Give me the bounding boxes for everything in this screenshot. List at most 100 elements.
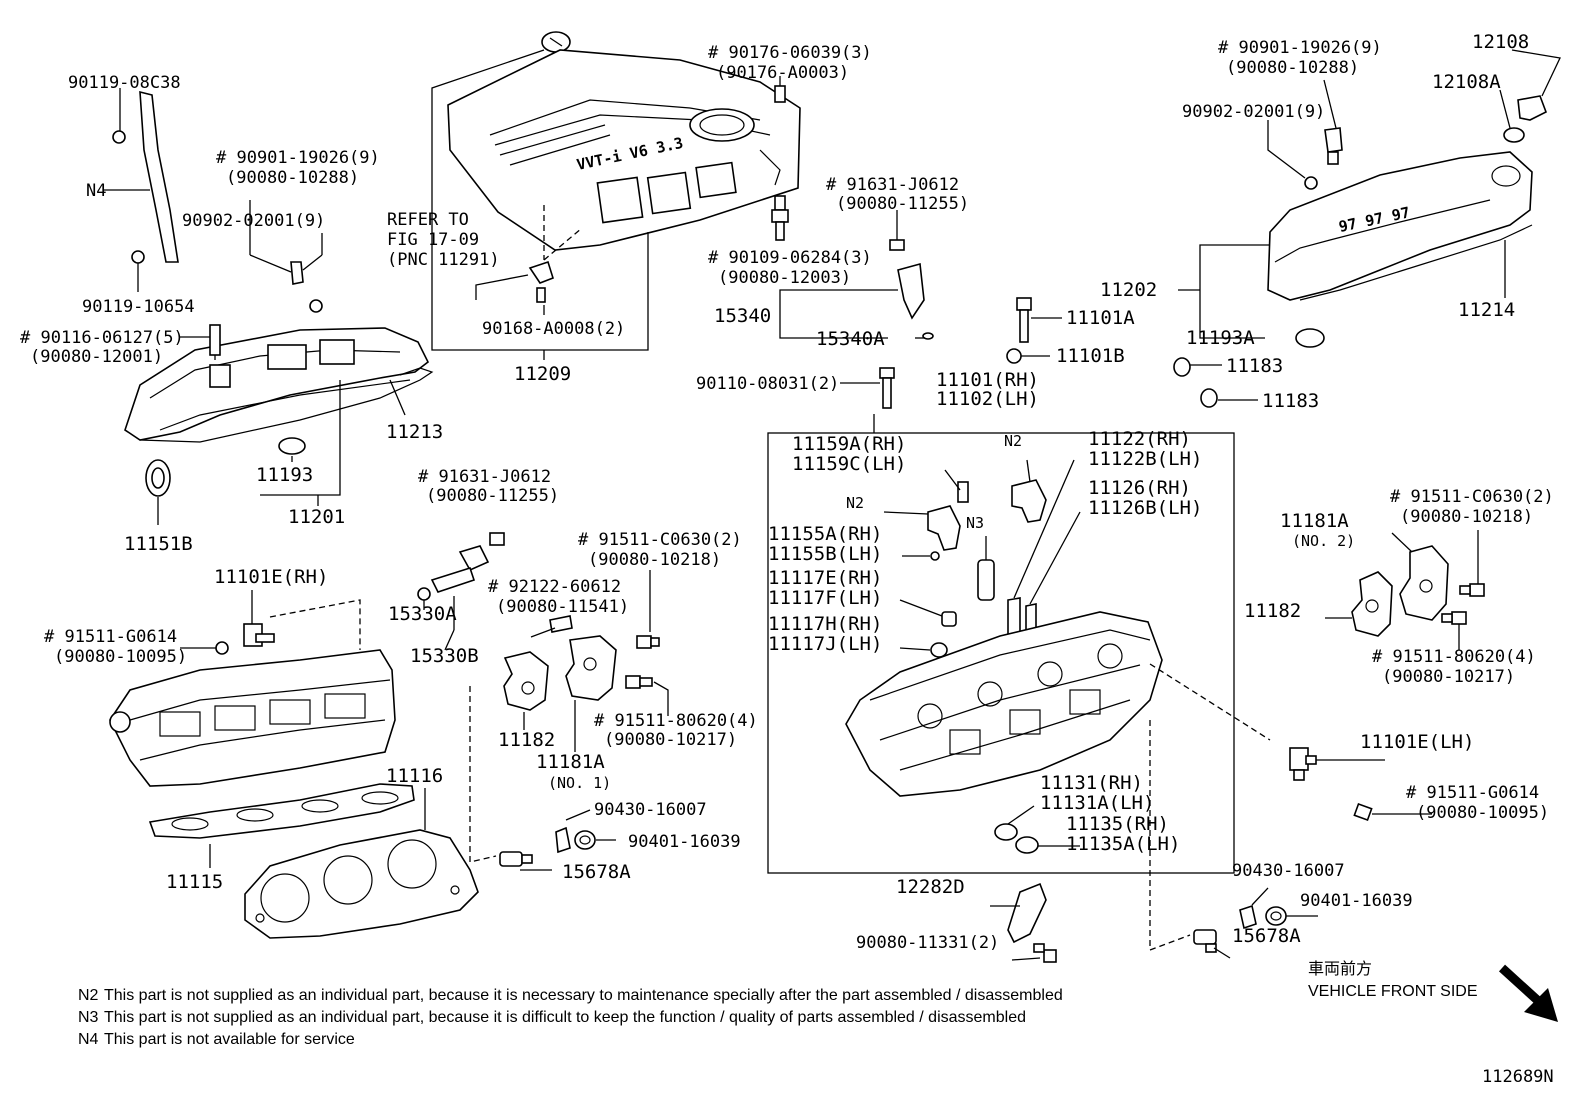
callout: (90080-10217)	[1382, 667, 1515, 687]
figure-id: 112689N	[1482, 1067, 1554, 1087]
water-drain-cock-rh	[1193, 929, 1217, 953]
pcv-valve-left	[249, 200, 323, 313]
valve-cover-gasket-lh	[139, 367, 434, 443]
callout: 90119-08C38	[68, 73, 181, 93]
spark-plug-tube-gasket-rh	[1295, 328, 1325, 348]
callout: (90080-12003)	[718, 268, 851, 288]
callout: N2	[846, 494, 864, 512]
callout: (90080-10218)	[588, 550, 721, 570]
callout: (NO. 2)	[1292, 532, 1355, 550]
callout: 11182	[498, 729, 555, 751]
callout: # 90109-06284(3)	[708, 248, 872, 268]
gasket-90401-lh	[574, 830, 596, 850]
callout: 11159A(RH)	[792, 433, 906, 455]
callout: 12108A	[1432, 71, 1501, 93]
engine-mount-bracket-11182-rh	[1351, 571, 1393, 637]
engine-cover: VVT-i V6 3.3	[447, 31, 801, 251]
note-code-n4: N4	[78, 1031, 99, 1048]
engine-mount-bracket-11181a-2	[1399, 545, 1449, 621]
water-drain-cock-lh	[499, 851, 533, 867]
callout: 11202	[1100, 279, 1157, 301]
spark-plug-tube-gasket-lh	[278, 437, 306, 455]
callout: (90080-11541)	[496, 597, 629, 617]
vehicle-front-indicator: 車両前方 VEHICLE FRONT SIDE	[1308, 960, 1558, 1022]
callout: 11122(RH)	[1088, 428, 1191, 450]
callout: 11115	[166, 871, 223, 893]
callout: (90080-11255)	[836, 194, 969, 214]
callout: 11183	[1226, 355, 1283, 377]
callout: # 92122-60612	[488, 577, 621, 597]
expansion-plug-large	[1015, 836, 1039, 854]
callout: 90430-16007	[1232, 861, 1345, 881]
callout: 90119-10654	[82, 297, 195, 317]
callout: 90080-11331(2)	[856, 933, 999, 953]
bolt-91511-c0630-rh	[1459, 583, 1485, 597]
callout: 11193A	[1186, 327, 1255, 349]
callout: (90080-10288)	[1226, 58, 1359, 78]
callout: # 90901-19026(9)	[216, 148, 380, 168]
callout: # 91511-C0630(2)	[578, 530, 742, 550]
callout: 11193	[256, 464, 313, 486]
callout: 11155A(RH)	[768, 523, 882, 545]
callout: 11101E(RH)	[214, 566, 328, 588]
callout: 15330A	[388, 603, 457, 625]
callout: 11101E(LH)	[1360, 731, 1474, 753]
callout: (PNC 11291)	[387, 250, 500, 270]
callout: # 90116-06127(5)	[20, 328, 184, 348]
callout: 11126(RH)	[1088, 477, 1191, 499]
direction-label-en: VEHICLE FRONT SIDE	[1308, 983, 1478, 1000]
valve-cover-rh: 97 97 97	[1267, 151, 1533, 301]
callout: (90176-A0003)	[716, 63, 849, 83]
note-code-n3: N3	[78, 1009, 99, 1026]
callout: 90401-16039	[1300, 891, 1413, 911]
valve-cover-lh	[124, 324, 430, 441]
callout: 12108	[1472, 31, 1529, 53]
callout: (90080-11255)	[426, 486, 559, 506]
callout: 11122B(LH)	[1088, 448, 1202, 470]
callout: 11181A	[536, 751, 605, 773]
cylinder-head-lh	[109, 649, 396, 787]
callout: 11116	[386, 765, 443, 787]
callout: # 90901-19026(9)	[1218, 38, 1382, 58]
valve-stem-seal-small	[930, 551, 940, 561]
callout: 11101B	[1056, 345, 1125, 367]
bolt-91511-c0630-lh	[636, 635, 660, 649]
callout: 90430-16007	[594, 800, 707, 820]
callout: 11159C(LH)	[792, 453, 906, 475]
cam-position-sensor-lh	[215, 623, 275, 655]
callout: 11131(RH)	[1040, 772, 1143, 794]
callout: # 91511-80620(4)	[594, 711, 758, 731]
callout: 15678A	[562, 861, 631, 883]
callout: (90080-10288)	[226, 168, 359, 188]
callout: (90080-12001)	[30, 347, 163, 367]
camshaft-bearing-cap-2	[927, 505, 961, 551]
callout: 11214	[1458, 299, 1515, 321]
callout: 12282D	[896, 876, 965, 898]
callout: 11209	[514, 363, 571, 385]
camshaft-seal	[145, 459, 171, 525]
callout: 90902-02001(9)	[1182, 102, 1325, 122]
bolt-91511-80620-lh	[625, 675, 653, 689]
gasket-90401-rh	[1265, 906, 1287, 926]
water-plug-lh	[555, 826, 571, 854]
callout: 11117J(LH)	[768, 633, 882, 655]
engine-mount-bracket-11181a-1	[565, 635, 617, 701]
callout: 11117F(LH)	[768, 587, 882, 609]
callout: # 91511-C0630(2)	[1390, 487, 1554, 507]
cam-timing-oil-valve	[417, 532, 505, 601]
engine-mount-bracket-11182	[503, 651, 549, 711]
head-bolt-washer	[1006, 348, 1022, 364]
callout: FIG 17-09	[387, 230, 479, 250]
callout: 11135A(LH)	[1066, 833, 1180, 855]
stud-92122	[549, 615, 573, 633]
vvt-sensor	[889, 210, 934, 340]
cylinder-head-rh	[845, 611, 1163, 797]
callout: 90401-16039	[628, 832, 741, 852]
callout: 15340A	[816, 328, 885, 350]
note-code-n2: N2	[78, 987, 99, 1004]
callout: (90080-10095)	[1416, 803, 1549, 823]
callout: (NO. 1)	[548, 774, 611, 792]
valve-keeper-bolt	[944, 469, 969, 503]
oil-filler-cap	[1503, 95, 1548, 143]
head-bolt-a	[1016, 297, 1032, 343]
